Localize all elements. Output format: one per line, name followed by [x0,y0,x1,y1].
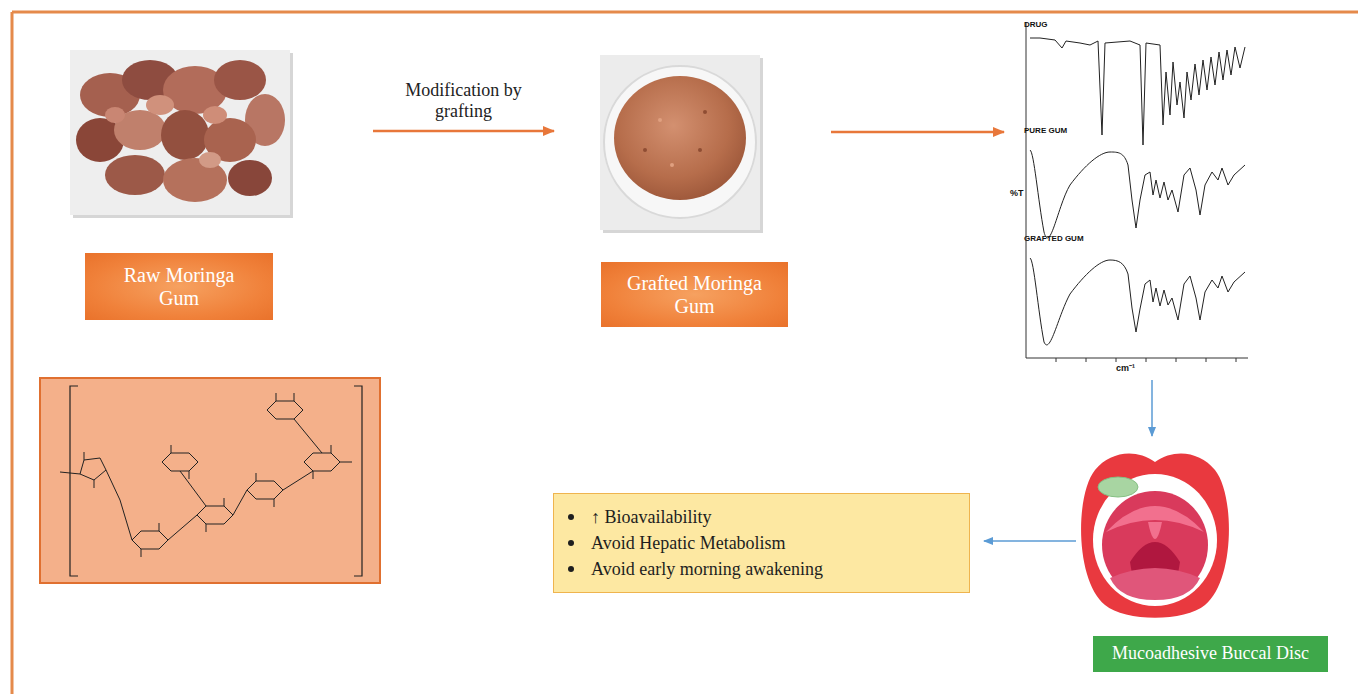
mouth-illustration [1098,477,1138,497]
ftir-spectra [1026,358,1248,359]
flow-arrow [984,540,1076,542]
mouth-illustration [1081,454,1229,618]
chemical-structure [304,453,340,471]
bullet-text: Avoid early morning awakening [591,556,823,582]
page-frame [12,12,1358,694]
raw-gum-photo [70,50,290,215]
chemical-structure [60,393,352,557]
bullet-text: ↑ Bioavailability [591,504,711,530]
chemical-structure [197,506,233,524]
chemical-structure [84,393,331,557]
raw-gum-photo [199,152,221,168]
bullet-dot [568,540,574,546]
raw-gum-photo [146,95,174,115]
edge-label: Modification by grafting [376,80,551,123]
bullet-text: Avoid Hepatic Metabolism [591,530,786,556]
mouth-illustration [1110,568,1200,600]
grafted-gum-photo [600,55,760,230]
grafted-gum-photo [670,163,674,167]
ftir-spectra [1030,258,1245,345]
mouth-illustration [1081,454,1229,618]
chemical-structure [40,378,380,583]
flow-arrow [1151,380,1153,436]
label-box: Raw Moringa Gum [85,253,273,320]
flow-arrow [373,130,554,133]
chemical-structure [80,458,106,480]
grafted-gum-photo [643,148,647,152]
grafted-gum-photo [698,148,702,152]
bullet-row: Avoid Hepatic Metabolism [568,530,949,556]
grafted-gum-photo [604,66,756,218]
chemical-structure [40,378,380,583]
ftir-spectra [1030,150,1245,238]
spectrum-label: GRAFTED GUM [1024,234,1084,243]
bullet-dot [568,566,574,572]
chemical-structure [267,401,303,419]
grafted-gum-photo [614,76,746,200]
mouth-illustration [1148,522,1162,539]
label-box: Mucoadhesive Buccal Disc [1093,636,1328,672]
ftir-spectra [1026,22,1248,362]
benefit-box: ↑ BioavailabilityAvoid Hepatic Metabolis… [553,493,970,593]
label-text: Mucoadhesive Buccal Disc [1112,643,1309,665]
mouth-illustration [1093,474,1217,606]
bullet-row: Avoid early morning awakening [568,556,949,582]
grafted-gum-photo [703,110,707,114]
chemical-structure [132,531,168,549]
bullet-row: ↑ Bioavailability [568,504,949,530]
page-frame [11,12,14,694]
mouth-illustration [1102,491,1208,599]
grafted-gum-photo [600,55,763,233]
raw-gum-photo [214,60,266,100]
label-box: Grafted Moringa Gum [601,262,788,327]
spectra-panel: DRUG PURE GUM GRAFTED GUM [1008,18,1252,372]
label-text: Raw Moringa Gum [107,264,251,310]
chemical-structure [70,386,362,576]
raw-gum-photo [70,50,293,218]
raw-gum-photo [161,110,209,160]
grafted-gum-photo [658,118,662,122]
chemical-structure [247,481,283,499]
raw-gum-photo [105,155,165,195]
raw-gum-photo [203,106,227,124]
spectrum-label: DRUG [1024,20,1048,29]
illustration-label-box: Mucoadhesive Buccal Disc [1080,440,1330,676]
flow-arrow [831,131,1004,134]
raw-gum-photo [228,160,272,196]
axis-label: %T [1010,188,1024,198]
spectrum-label: PURE GUM [1024,126,1067,135]
chemical-structure [60,419,352,540]
photo-label-box: Grafted Moringa Gum [560,50,825,335]
axis-label: cm⁻¹ [1116,361,1135,374]
bullet-dot [568,514,574,520]
raw-gum-photo [105,107,125,123]
label-text: Grafted Moringa Gum [617,272,772,318]
page-frame [12,11,1358,14]
chemical-structure [162,453,198,471]
ftir-spectra [1056,358,1236,362]
photo-label-box: Raw Moringa Gum [60,45,365,330]
ftir-spectra [1026,22,1027,358]
